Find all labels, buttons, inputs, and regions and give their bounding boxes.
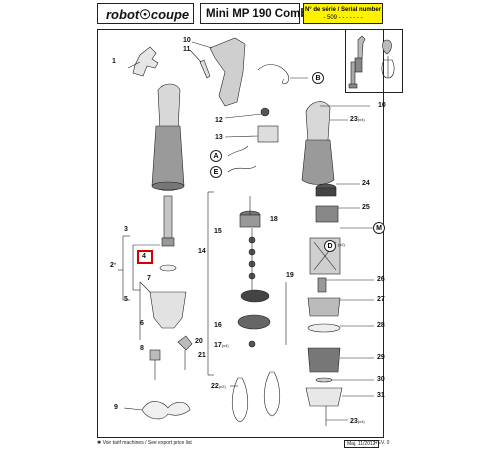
part-1-label: 1: [112, 58, 116, 65]
gear-disc-part-19: [237, 289, 271, 348]
blade-part-8: [149, 349, 161, 361]
part-16-label: 16: [214, 322, 222, 329]
serial-value: - 509 - - - - - - -: [323, 15, 363, 21]
callout-e: E: [210, 166, 222, 178]
serial-number-box: N° de série / Serial number - 509 - - - …: [303, 3, 383, 24]
footer-rev: REV. 0: [374, 440, 390, 446]
part-15-label: 15: [214, 228, 222, 235]
serial-label: N° de série / Serial number: [304, 7, 382, 13]
thumbnail-whisk: [381, 39, 395, 79]
seal-part-30: [315, 377, 333, 383]
fan-part-24: [315, 183, 337, 197]
motor-housing-right: [301, 101, 335, 185]
bell-part-7: [149, 291, 187, 329]
part-31-label: 31: [377, 392, 385, 399]
callout-a: A: [210, 150, 222, 162]
part-12-label: 12: [215, 117, 223, 124]
gearbox-part-18: [239, 196, 261, 228]
wall-bracket-part-9: [141, 401, 191, 420]
part-2-label: 2*: [110, 262, 117, 269]
part-4-label: 4: [142, 253, 146, 260]
coupling-part-26: [317, 277, 327, 293]
part-26-label: 26: [377, 276, 385, 283]
brand-logo: robot☉coupe: [106, 7, 190, 22]
part-10-label-top: 10: [183, 37, 191, 44]
housing-part-27: [307, 297, 341, 317]
part-24-label: 24: [362, 180, 370, 187]
diagram-frame: [97, 29, 384, 438]
part-3-label: 3: [124, 226, 128, 233]
part-30-label: 30: [377, 376, 385, 383]
tool-part-20: [177, 335, 193, 351]
part-7-label: 7: [147, 275, 151, 282]
part-10-label-right: 10: [378, 102, 386, 109]
callout-d-qty: (x2): [338, 242, 345, 247]
handle-part-10: [209, 37, 246, 107]
thumbnail-shaft: [348, 61, 358, 89]
switch-part-13: [257, 125, 279, 143]
part-23-label-top: 23(x4): [350, 116, 365, 123]
part-9-label: 9: [114, 404, 118, 411]
callout-b: B: [312, 72, 324, 84]
model-box: Mini MP 190 Combi: [200, 3, 311, 24]
callout-m: M: [373, 222, 385, 234]
part-17-label: 17(x4): [214, 342, 229, 349]
cover-part-25: [315, 205, 339, 223]
part-27-label: 27: [377, 296, 385, 303]
part-22-label: 22(x2): [211, 383, 226, 390]
footer-date: Maj. 11/2012: [344, 440, 379, 448]
footer-note: ✱ Voir tarif machines / See export price…: [97, 440, 192, 446]
part-14-label: 14: [198, 248, 206, 255]
part-23-label-bottom: 23(x4): [350, 418, 365, 425]
gear-stack: [248, 228, 256, 300]
overview-thumbnail: [345, 29, 403, 93]
part-28-label: 28: [377, 322, 385, 329]
part-8-label: 8: [140, 345, 144, 352]
part-20-label: 20: [195, 338, 203, 345]
callout-d: D: [324, 240, 336, 252]
part-21-label: 21: [198, 352, 206, 359]
knob-part-12: [260, 107, 270, 117]
part-5-label: 5: [124, 296, 128, 303]
part-25-label: 25: [362, 204, 370, 211]
shaft-assembly: [159, 195, 177, 272]
part-6-label: 6: [140, 320, 144, 327]
screw-part-11: [199, 59, 211, 79]
wall-bracket-part: [132, 46, 159, 77]
whisk-part-22: [231, 371, 281, 423]
bowl-part-29: [307, 347, 341, 373]
brand-box: robot☉coupe: [97, 3, 194, 24]
part-19-label: 19: [286, 272, 294, 279]
part-29-label: 29: [377, 354, 385, 361]
part-13-label: 13: [215, 134, 223, 141]
model-title: Mini MP 190 Combi: [206, 8, 311, 20]
part-11-label: 11: [183, 46, 191, 53]
part-18-label: 18: [270, 216, 278, 223]
motor-housing-left: [151, 83, 185, 191]
power-cable-part: [257, 64, 290, 85]
base-part-31: [305, 387, 343, 407]
ring-part-28: [307, 323, 341, 333]
part-4-highlight: [137, 250, 153, 264]
thumbnail-motor: [354, 35, 366, 73]
